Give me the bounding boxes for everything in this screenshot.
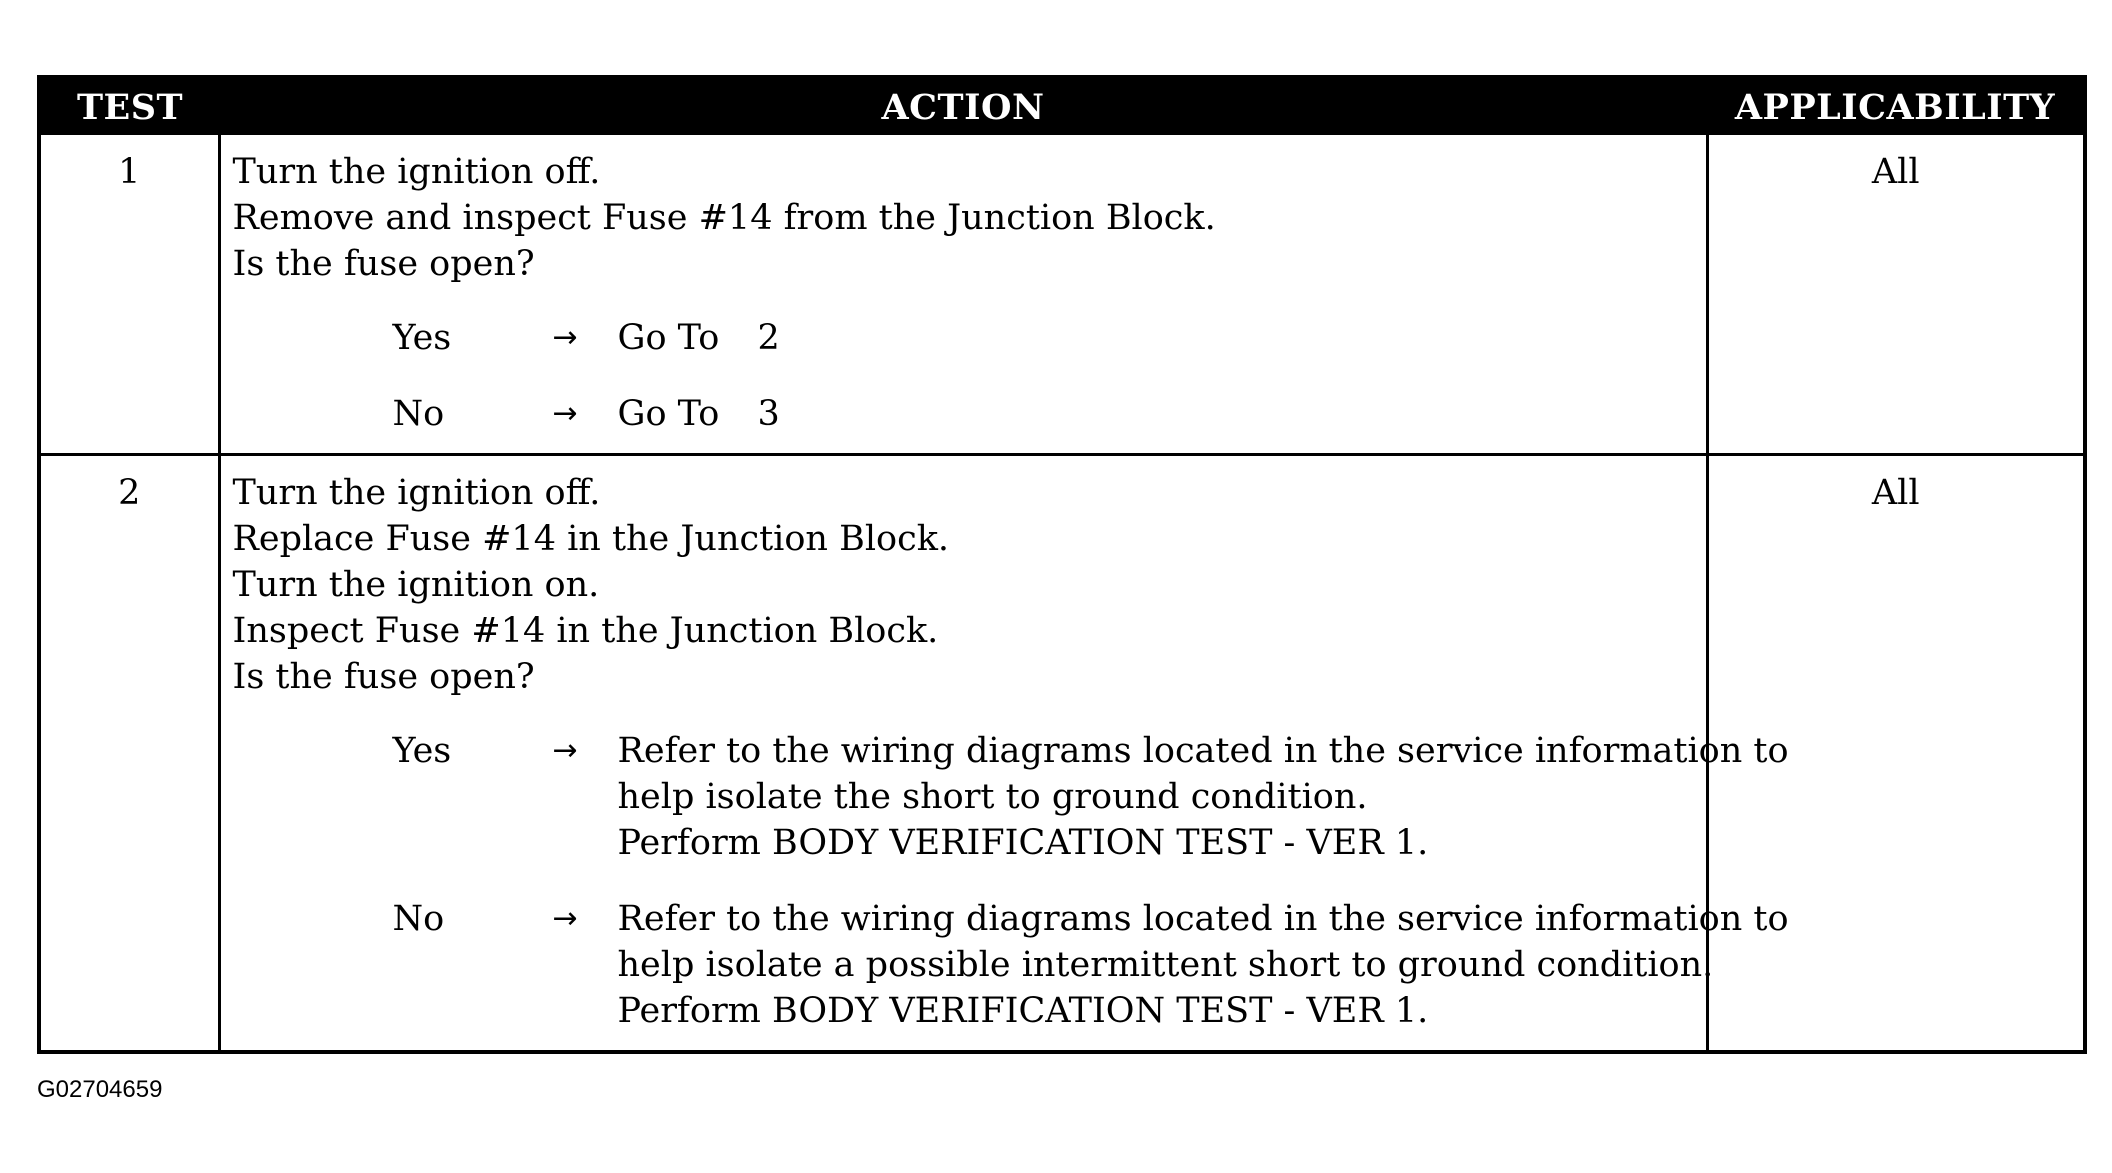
outcome-text-line: Refer to the wiring diagrams located in … <box>617 899 1789 939</box>
action-cell: Turn the ignition off. Remove and inspec… <box>217 135 1709 456</box>
right-arrow-icon: → <box>552 320 578 355</box>
outcome-label: Yes <box>392 318 452 358</box>
outcome-list: Yes → Go To 2 No → Go To 3 <box>233 315 1698 437</box>
outcome-label: Yes <box>392 731 452 771</box>
action-step: Turn the ignition on. <box>232 565 600 605</box>
goto-target: 2 <box>757 318 780 358</box>
table-row: 1 Turn the ignition off. Remove and insp… <box>37 135 2087 456</box>
test-number: 1 <box>37 135 221 456</box>
outcome-text-line: Perform BODY VERIFICATION TEST - VER 1. <box>617 991 1429 1031</box>
action-cell: Turn the ignition off. Replace Fuse #14 … <box>217 454 1789 1054</box>
outcome-text-line: Refer to the wiring diagrams located in … <box>617 731 1789 771</box>
table-header-row: TEST ACTION APPLICABILITY <box>39 77 2085 135</box>
goto-target: 3 <box>757 394 780 434</box>
action-step: Is the fuse open? <box>232 244 535 284</box>
outcome-yes: Yes → Go To 2 <box>233 315 1698 361</box>
outcome-text-line: help isolate a possible intermittent sho… <box>617 945 1714 985</box>
action-step: Remove and inspect Fuse #14 from the Jun… <box>232 198 1216 238</box>
outcome-text-line: Perform BODY VERIFICATION TEST - VER 1. <box>617 823 1429 863</box>
outcome-no: No → Refer to the wiring diagrams locate… <box>233 896 1789 1034</box>
outcome-body: Refer to the wiring diagrams located in … <box>618 896 1789 1034</box>
header-action: ACTION <box>219 77 1707 135</box>
applicability-cell: All <box>1705 135 2087 456</box>
goto-text: Go To <box>617 318 720 358</box>
action-step: Inspect Fuse #14 in the Junction Block. <box>232 611 939 651</box>
outcome-no: No → Go To 3 <box>233 391 1698 437</box>
outcome-list: Yes → Refer to the wiring diagrams locat… <box>233 728 1789 1034</box>
outcome-text-line: help isolate the short to ground conditi… <box>617 777 1368 817</box>
header-applicability: APPLICABILITY <box>1707 77 2085 135</box>
outcome-body: Go To 3 <box>618 391 1698 437</box>
outcome-label: No <box>392 394 445 434</box>
outcome-yes: Yes → Refer to the wiring diagrams locat… <box>233 728 1789 866</box>
action-step: Turn the ignition off. <box>232 473 601 513</box>
action-step: Turn the ignition off. <box>232 152 601 192</box>
header-test: TEST <box>39 77 219 135</box>
right-arrow-icon: → <box>552 396 578 431</box>
action-step: Is the fuse open? <box>232 657 535 697</box>
outcome-body: Go To 2 <box>618 315 1698 361</box>
figure-id: G02704659 <box>37 1076 163 1103</box>
right-arrow-icon: → <box>552 901 578 936</box>
outcome-label: No <box>392 899 445 939</box>
goto-text: Go To <box>617 394 720 434</box>
table-row: 2 Turn the ignition off. Replace Fuse #1… <box>37 454 2087 1054</box>
applicability-cell: All <box>1705 454 2087 1054</box>
right-arrow-icon: → <box>552 733 578 768</box>
action-step: Replace Fuse #14 in the Junction Block. <box>232 519 950 559</box>
test-number: 2 <box>37 454 221 1054</box>
diagnostic-test-table: TEST ACTION APPLICABILITY 1 Turn the ign… <box>37 75 2087 1054</box>
outcome-body: Refer to the wiring diagrams located in … <box>618 728 1789 866</box>
